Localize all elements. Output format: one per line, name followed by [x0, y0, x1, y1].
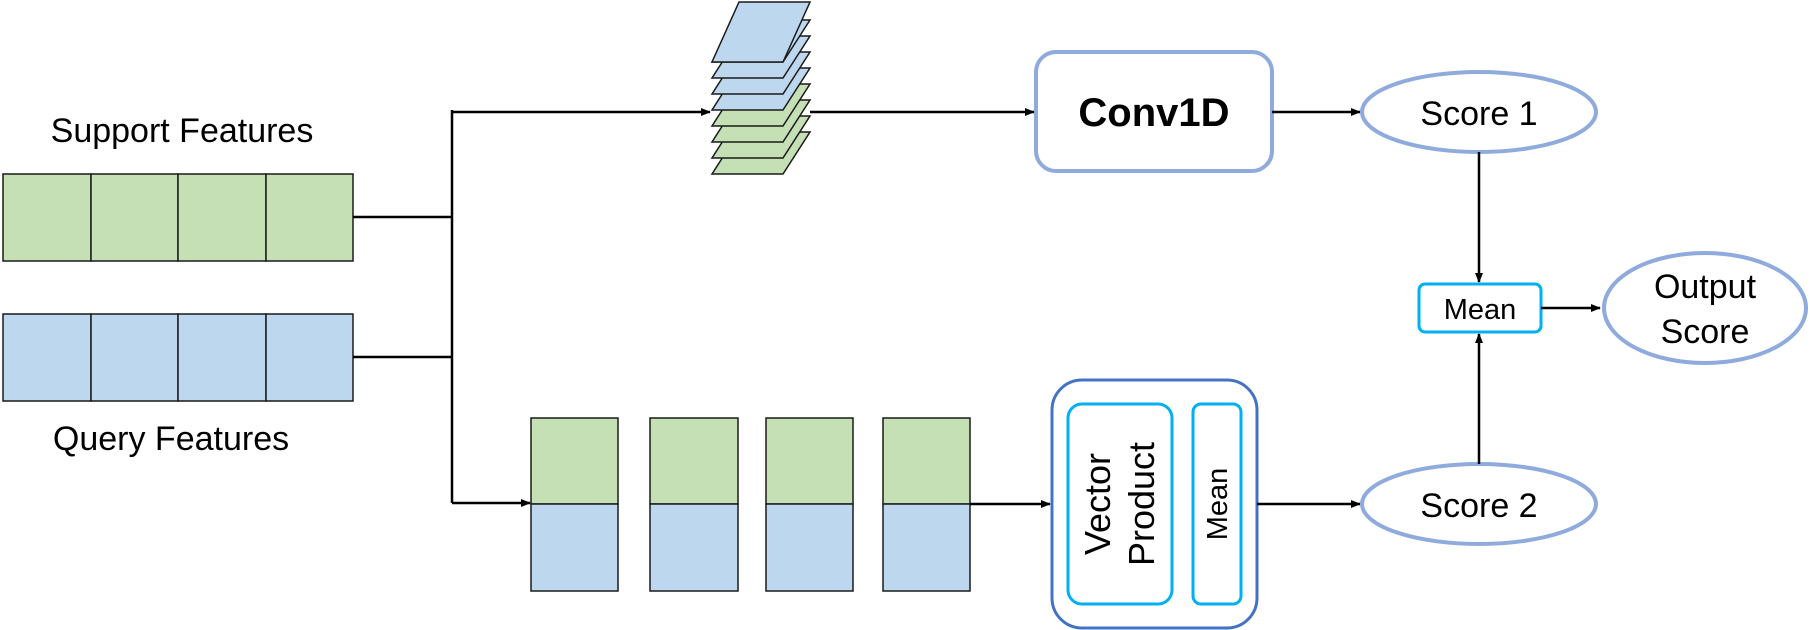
vector-product-box [1066, 402, 1174, 606]
output-score-line2: Score [1661, 313, 1750, 351]
vector-product-line2: Product [1121, 442, 1162, 566]
pair-query-cell [882, 503, 971, 592]
support-cell [177, 173, 267, 262]
query-cell [265, 313, 354, 402]
mean-label: Mean [1444, 294, 1517, 326]
support-cell [2, 173, 92, 262]
pair-query-cell [765, 503, 854, 592]
feature-connectors [353, 108, 711, 507]
stacked-layers [710, 1, 812, 175]
support-feature-row [2, 173, 354, 262]
query-cell [90, 313, 179, 402]
pair-support-cell [765, 417, 854, 505]
vector-product-line1: Vector [1077, 453, 1118, 555]
query-cell [2, 313, 92, 402]
support-features-label: Support Features [51, 112, 314, 150]
score2-label: Score 2 [1420, 487, 1537, 525]
paired-blocks [530, 417, 971, 592]
inner-mean-box [1191, 402, 1243, 606]
pair-support-cell [882, 417, 971, 505]
output-score-line1: Output [1654, 268, 1757, 306]
pair-query-cell [649, 503, 739, 592]
support-cell [265, 173, 354, 262]
output-score-node [1602, 251, 1808, 365]
query-cell [177, 313, 267, 402]
support-cell [90, 173, 179, 262]
conv1d-label: Conv1D [1078, 91, 1229, 135]
score1-label: Score 1 [1420, 95, 1537, 133]
pair-support-cell [649, 417, 739, 505]
pair-query-cell [530, 503, 619, 592]
query-feature-row [2, 313, 354, 402]
inner-mean-label: Mean [1202, 468, 1234, 541]
query-features-label: Query Features [53, 420, 289, 458]
pair-support-cell [530, 417, 619, 505]
stack-layer-query [710, 1, 812, 63]
